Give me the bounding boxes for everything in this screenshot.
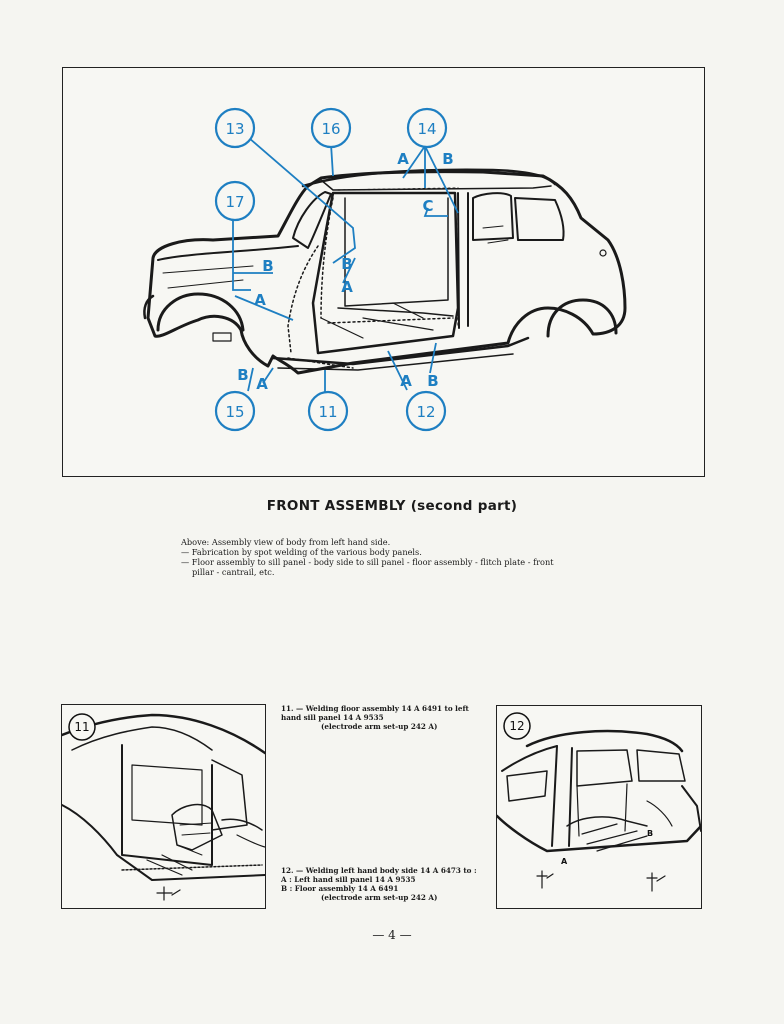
- caption-12-line-2: A : Left hand sill panel 14 A 9535: [281, 875, 416, 884]
- figure-12-letter-b: B: [647, 829, 653, 838]
- callout-15: 15: [225, 403, 244, 421]
- page-number: — 4 —: [372, 928, 412, 942]
- intro-line-4: pillar - cantrail, etc.: [192, 567, 275, 577]
- caption-12-line-3: B : Floor assembly 14 A 6491: [281, 884, 399, 893]
- callout-11: 11: [318, 403, 337, 421]
- letter-b-15: B: [237, 366, 248, 384]
- callout-17: 17: [225, 193, 244, 211]
- letter-a-15: A: [256, 375, 268, 393]
- caption-12-line-4: (electrode arm set-up 242 A): [321, 893, 438, 902]
- figure-12-label: 12: [509, 719, 524, 733]
- letter-a-14: A: [397, 150, 409, 168]
- letter-b-17: B: [262, 257, 273, 275]
- letter-b-14: B: [442, 150, 453, 168]
- caption-12: 12. — Welding left hand body side 14 A 6…: [281, 866, 491, 902]
- caption-11: 11. — Welding floor assembly 14 A 6491 t…: [281, 704, 491, 731]
- main-assembly-figure: 13 16 14 17 15 11 12 A B C B A B A B A A…: [62, 67, 705, 477]
- letter-b-13: B: [341, 255, 352, 273]
- letter-a-13: A: [341, 278, 353, 296]
- figure-11: 11: [61, 704, 266, 909]
- caption-12-line-1: 12. — Welding left hand body side 14 A 6…: [281, 866, 477, 875]
- callout-16: 16: [321, 120, 340, 138]
- letter-b-12: B: [427, 372, 438, 390]
- figure-11-drawing: 11: [62, 713, 265, 901]
- intro-line-3: — Floor assembly to sill panel - body si…: [181, 557, 554, 567]
- caption-11-line-1: 11. — Welding floor assembly 14 A 6491 t…: [281, 704, 469, 713]
- page-title: FRONT ASSEMBLY (second part): [266, 498, 518, 514]
- caption-11-line-3: (electrode arm set-up 242 A): [321, 722, 438, 731]
- letter-a-17: A: [254, 291, 266, 309]
- callout-14: 14: [417, 120, 436, 138]
- letter-a-12: A: [400, 372, 412, 390]
- figure-11-label: 11: [74, 720, 89, 734]
- caption-11-line-2: hand sill panel 14 A 9535: [281, 713, 384, 722]
- figure-12-drawing: 12 A B: [497, 712, 701, 892]
- figure-12-letter-a: A: [561, 857, 568, 866]
- intro-text: Above: Assembly view of body from left h…: [181, 537, 611, 577]
- figure-12: 12 A B: [496, 705, 702, 909]
- intro-line-2: — Fabrication by spot welding of the var…: [181, 547, 422, 557]
- body-shell-drawing: 13 16 14 17 15 11 12 A B C B A B A B A A…: [143, 107, 627, 432]
- letter-c-14: C: [422, 197, 433, 215]
- intro-line-1: Above: Assembly view of body from left h…: [181, 537, 391, 547]
- callout-12: 12: [416, 403, 435, 421]
- callout-13: 13: [225, 120, 244, 138]
